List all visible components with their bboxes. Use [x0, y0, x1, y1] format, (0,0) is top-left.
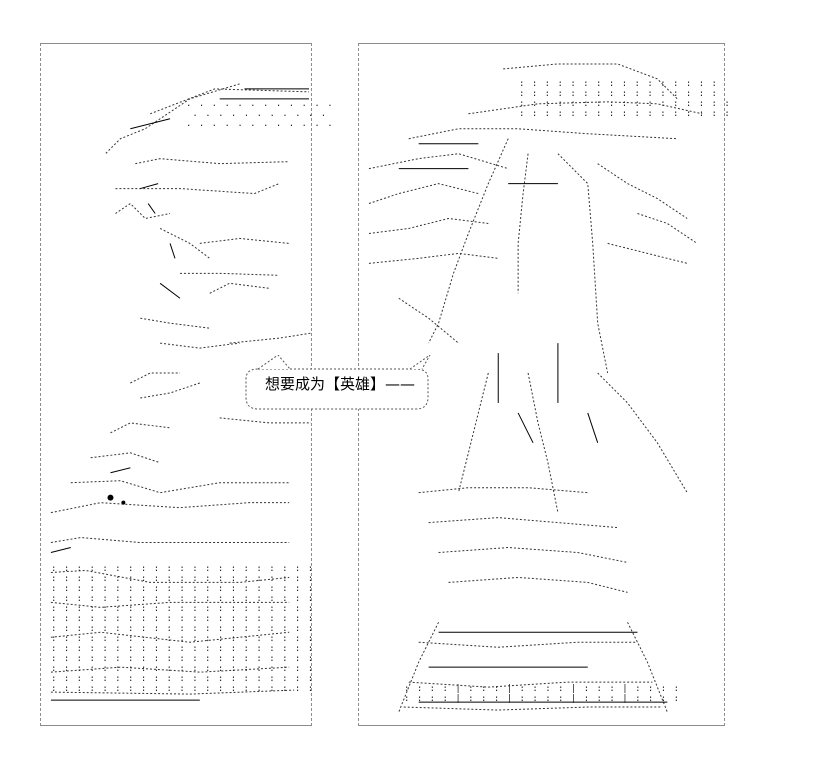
character-ascii-art-right	[359, 44, 724, 725]
dot-shading-2: : : : : : : : : : : : : : : : : : : : : …	[51, 564, 315, 694]
character-ascii-art-left	[41, 44, 311, 725]
ascii-figure-right	[368, 63, 703, 713]
dot-shading-1: . . . . . . . . . . . . . . . . . . . . …	[186, 99, 334, 129]
dot-shading-4: : : : : | : : : | : : : : | : : : | : : …	[404, 684, 680, 704]
ascii-figure-left	[50, 83, 311, 701]
dot-shading-3: : : : : : : : : : : : : : : : : : : : : …	[519, 79, 731, 119]
speech-bubble: 想要成为【英雄】——	[238, 355, 436, 413]
speech-bubble-outline	[245, 355, 431, 410]
speech-text: 想要成为【英雄】——	[265, 375, 416, 393]
